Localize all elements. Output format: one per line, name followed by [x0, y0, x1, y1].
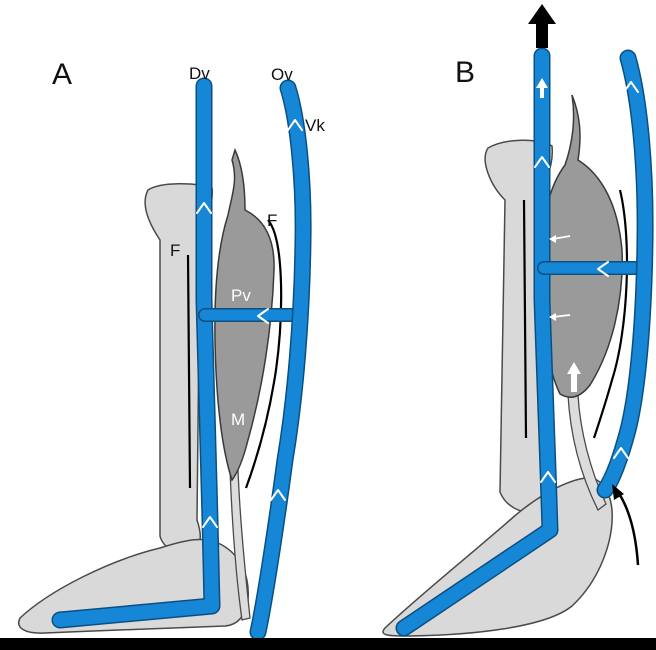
panel-a-deep-vein-label: Dv [189, 64, 210, 83]
panel-a: A Dv Ov Vk F F Pv M [19, 58, 326, 633]
panel-a-fascia-label-left: F [170, 241, 180, 260]
panel-a-superficial-vein-label: Ov [271, 65, 293, 84]
panel-a-label: A [52, 58, 72, 91]
panel-a-valve-label: Vk [305, 116, 325, 135]
panel-b: B [383, 4, 645, 636]
panel-a-fascia-label-right: F [267, 211, 277, 230]
panel-a-muscle-label: M [231, 410, 245, 429]
panel-b-label: B [455, 56, 475, 89]
curved-arrow-icon [612, 484, 638, 565]
panel-a-perforator-label: Pv [231, 286, 251, 305]
up-arrow-icon [528, 4, 556, 48]
ground-line [0, 638, 656, 650]
